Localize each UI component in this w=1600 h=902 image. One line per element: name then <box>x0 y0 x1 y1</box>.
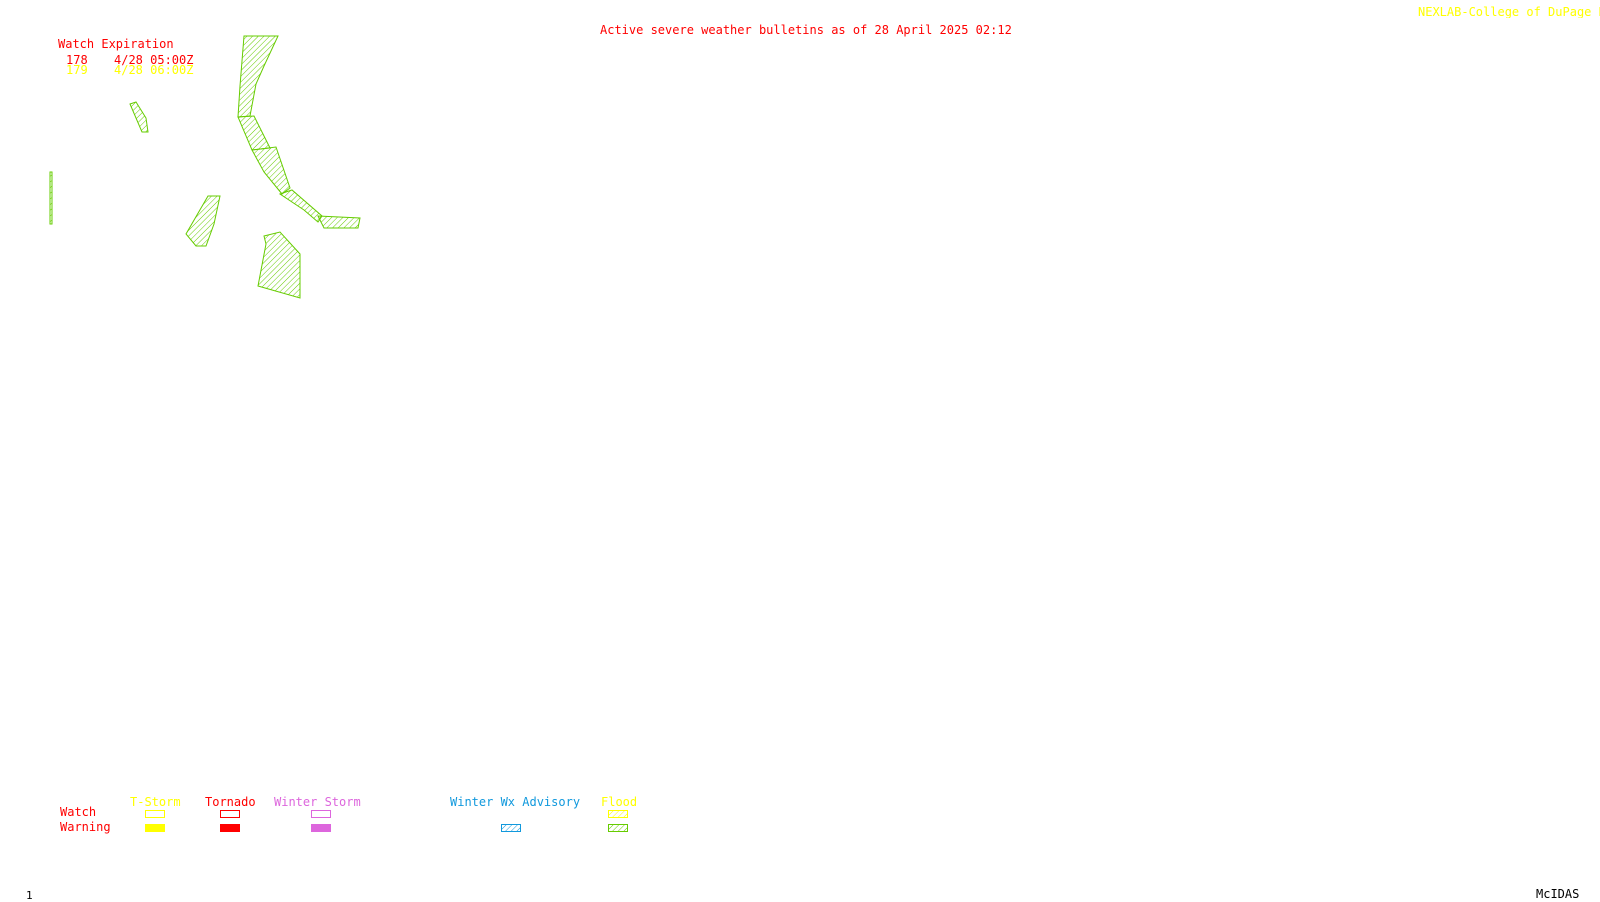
watch-expiration-time: 4/28 05:00Z <box>114 53 194 67</box>
watch-expiration-id: 179 <box>66 63 88 77</box>
legend-winter-storm-warning-swatch <box>311 824 331 832</box>
flood-warning-polygon <box>278 189 323 223</box>
legend-label-tornado: Tornado <box>205 795 256 809</box>
legend-label-tstorm: T-Storm <box>130 795 181 809</box>
legend-label-winter-storm: Winter Storm <box>274 795 361 809</box>
watch-expiration-time: 4/28 06:00Z <box>114 63 194 77</box>
flood-warning-polygon <box>237 115 271 151</box>
software-label: McIDAS <box>1536 887 1580 901</box>
flood-warning-polygon <box>251 146 291 195</box>
watch-expiration-id: 178 <box>66 53 88 67</box>
flood-warning-polygon <box>185 195 221 247</box>
flood-warning-polygon <box>257 231 301 299</box>
watch-expiration-heading: Watch Expiration <box>58 37 174 51</box>
flood-warning-polygon <box>49 171 53 225</box>
legend-tstorm-watch-swatch <box>145 810 165 818</box>
flood-warning-polygon <box>237 35 279 118</box>
bulletin-title: Active severe weather bulletins as of 28… <box>600 23 1012 37</box>
credit-label: NEXLAB-College of DuPage R <box>1418 6 1600 18</box>
legend-flood-watch-swatch <box>608 810 628 818</box>
legend-tornado-warning-swatch <box>220 824 240 832</box>
legend-winter-storm-watch-swatch <box>311 810 331 818</box>
legend-row-label-warning: Warning <box>60 820 111 834</box>
legend-flood-warning-swatch <box>608 824 628 832</box>
frame-number: 1 <box>26 889 33 902</box>
legend-winter-wx-advisory-swatch <box>501 824 521 832</box>
legend-label-flood: Flood <box>601 795 638 809</box>
flood-warning-polygon <box>317 215 361 229</box>
legend-tstorm-warning-swatch <box>145 824 165 832</box>
flood-warning-polygon <box>129 101 149 133</box>
legend-tornado-watch-swatch <box>220 810 240 818</box>
legend-label-winter-wx-advisory: Winter Wx Advisory <box>450 795 581 809</box>
legend-row-label-watch: Watch <box>60 805 97 819</box>
